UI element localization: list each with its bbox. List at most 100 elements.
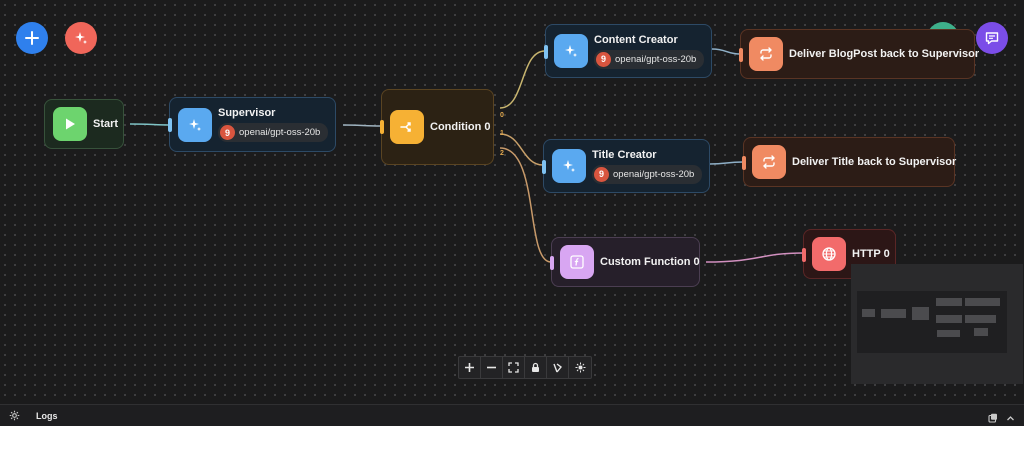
- condition-output-2[interactable]: 2: [500, 150, 504, 157]
- ai-generate-button[interactable]: [65, 22, 97, 54]
- node-http[interactable]: HTTP 0: [802, 229, 896, 279]
- loop-icon: [760, 47, 772, 61]
- node-label: HTTP 0: [852, 248, 890, 260]
- play-icon-box: [53, 107, 87, 141]
- minimap-node: [912, 307, 929, 320]
- edge-title-deliver: [709, 161, 744, 165]
- minimap-node: [974, 328, 988, 336]
- node-label: Deliver Title back to Supervisor: [792, 156, 957, 168]
- node-label: Deliver BlogPost back to Supervisor: [789, 48, 980, 60]
- node-deliver-blogpost[interactable]: Deliver BlogPost back to Supervisor: [739, 29, 979, 79]
- edge-content-deliver: [711, 48, 741, 55]
- globe-icon-box: [812, 237, 846, 271]
- model-name: openai/gpt-oss-20b: [615, 53, 697, 65]
- minimap-node: [965, 298, 1000, 306]
- input-handle[interactable]: [739, 48, 743, 62]
- node-deliver-title[interactable]: Deliver Title back to Supervisor: [742, 137, 957, 187]
- fit-view-button[interactable]: [503, 357, 525, 378]
- node-custom-function[interactable]: Custom Function 0: [550, 237, 700, 287]
- zoom-in-button[interactable]: [459, 357, 481, 378]
- plus-icon: [25, 31, 39, 45]
- input-handle[interactable]: [742, 156, 746, 170]
- logs-expand-button[interactable]: [1006, 410, 1015, 428]
- edge-condition-content: [499, 50, 546, 109]
- model-provider-icon: 9: [594, 166, 609, 182]
- node-label: Supervisor: [218, 107, 276, 119]
- fit-view-icon: [508, 362, 519, 373]
- globe-icon: [822, 247, 836, 261]
- model-badge: 9 openai/gpt-oss-20b: [592, 164, 703, 184]
- canvas-controls: [458, 356, 592, 379]
- sparkles-icon-box: [178, 107, 212, 142]
- copy-icon: [988, 413, 997, 423]
- node-label: Title Creator: [592, 148, 657, 161]
- edge-condition-custom: [499, 147, 552, 263]
- zoom-out-icon: [487, 366, 496, 369]
- zoom-in-icon: [465, 363, 474, 372]
- loop-icon-box: [749, 37, 783, 71]
- split-icon: [400, 122, 411, 132]
- magic-layout-button[interactable]: [547, 357, 569, 378]
- lock-button[interactable]: [525, 357, 547, 378]
- input-handle[interactable]: [542, 160, 546, 174]
- zoom-out-button[interactable]: [481, 357, 503, 378]
- node-supervisor[interactable]: Supervisor 9 openai/gpt-oss-20b: [168, 97, 336, 152]
- sparkles-icon: [565, 45, 577, 57]
- magic-layout-icon: [553, 363, 562, 373]
- logs-title[interactable]: Logs: [36, 410, 58, 421]
- minimap-node: [937, 330, 960, 337]
- input-handle[interactable]: [802, 248, 806, 262]
- node-content-creator[interactable]: Content Creator 9 openai/gpt-oss-20b: [544, 24, 712, 78]
- function-icon: [570, 255, 584, 269]
- minimap-node: [881, 309, 906, 318]
- edge-custom-http: [705, 252, 804, 263]
- sparkles-icon: [563, 160, 575, 172]
- input-handle[interactable]: [544, 45, 548, 59]
- node-label: Condition 0: [430, 121, 491, 133]
- chat-button[interactable]: [976, 22, 1008, 54]
- minimap-node: [862, 309, 875, 317]
- snap-grid-button[interactable]: [569, 357, 591, 378]
- lock-icon: [532, 362, 539, 372]
- sparkles-icon: [75, 32, 87, 44]
- add-node-button[interactable]: [16, 22, 48, 54]
- model-name: openai/gpt-oss-20b: [239, 127, 321, 138]
- loop-icon: [763, 155, 775, 169]
- node-title-creator[interactable]: Title Creator 9 openai/gpt-oss-20b: [542, 139, 710, 193]
- edge-condition-title: [499, 133, 544, 166]
- minimap[interactable]: [851, 264, 1023, 384]
- minimap-node: [936, 315, 962, 323]
- input-handle[interactable]: [550, 256, 554, 270]
- condition-output-0[interactable]: 0: [500, 112, 504, 119]
- minimap-node: [936, 298, 962, 306]
- logs-panel-bar[interactable]: Logs: [0, 404, 1024, 426]
- model-badge: 9 openai/gpt-oss-20b: [218, 123, 329, 142]
- node-start[interactable]: Start: [44, 99, 124, 149]
- settings-gear-button[interactable]: [0, 410, 28, 421]
- snap-grid-icon: [575, 362, 585, 373]
- gear-icon: [9, 410, 19, 421]
- sparkles-icon-box: [552, 149, 586, 183]
- node-condition[interactable]: Condition 0: [380, 89, 494, 165]
- split-icon-box: [390, 110, 424, 144]
- node-label: Content Creator: [594, 33, 678, 46]
- logs-clear-button[interactable]: [988, 410, 998, 428]
- input-handle[interactable]: [380, 120, 384, 134]
- model-name: openai/gpt-oss-20b: [613, 168, 695, 180]
- sparkles-icon-box: [554, 34, 588, 68]
- edge-supervisor-condition: [342, 124, 382, 127]
- chevron-up-icon: [1007, 416, 1014, 421]
- flow-canvas[interactable]: Start Supervisor 9 openai/gpt-oss-20b Co…: [0, 0, 1024, 404]
- condition-output-1[interactable]: 1: [500, 130, 504, 137]
- model-provider-icon: 9: [220, 125, 235, 140]
- node-label: Start: [93, 118, 119, 130]
- function-icon-box: [560, 245, 594, 279]
- sparkles-icon: [189, 118, 201, 131]
- node-label: Custom Function 0: [600, 256, 700, 268]
- model-badge: 9 openai/gpt-oss-20b: [594, 49, 705, 69]
- chat-icon: [985, 32, 999, 45]
- model-provider-icon: 9: [596, 51, 611, 67]
- loop-icon-box: [752, 145, 786, 179]
- input-handle[interactable]: [168, 118, 172, 132]
- edges-layer: [129, 48, 804, 263]
